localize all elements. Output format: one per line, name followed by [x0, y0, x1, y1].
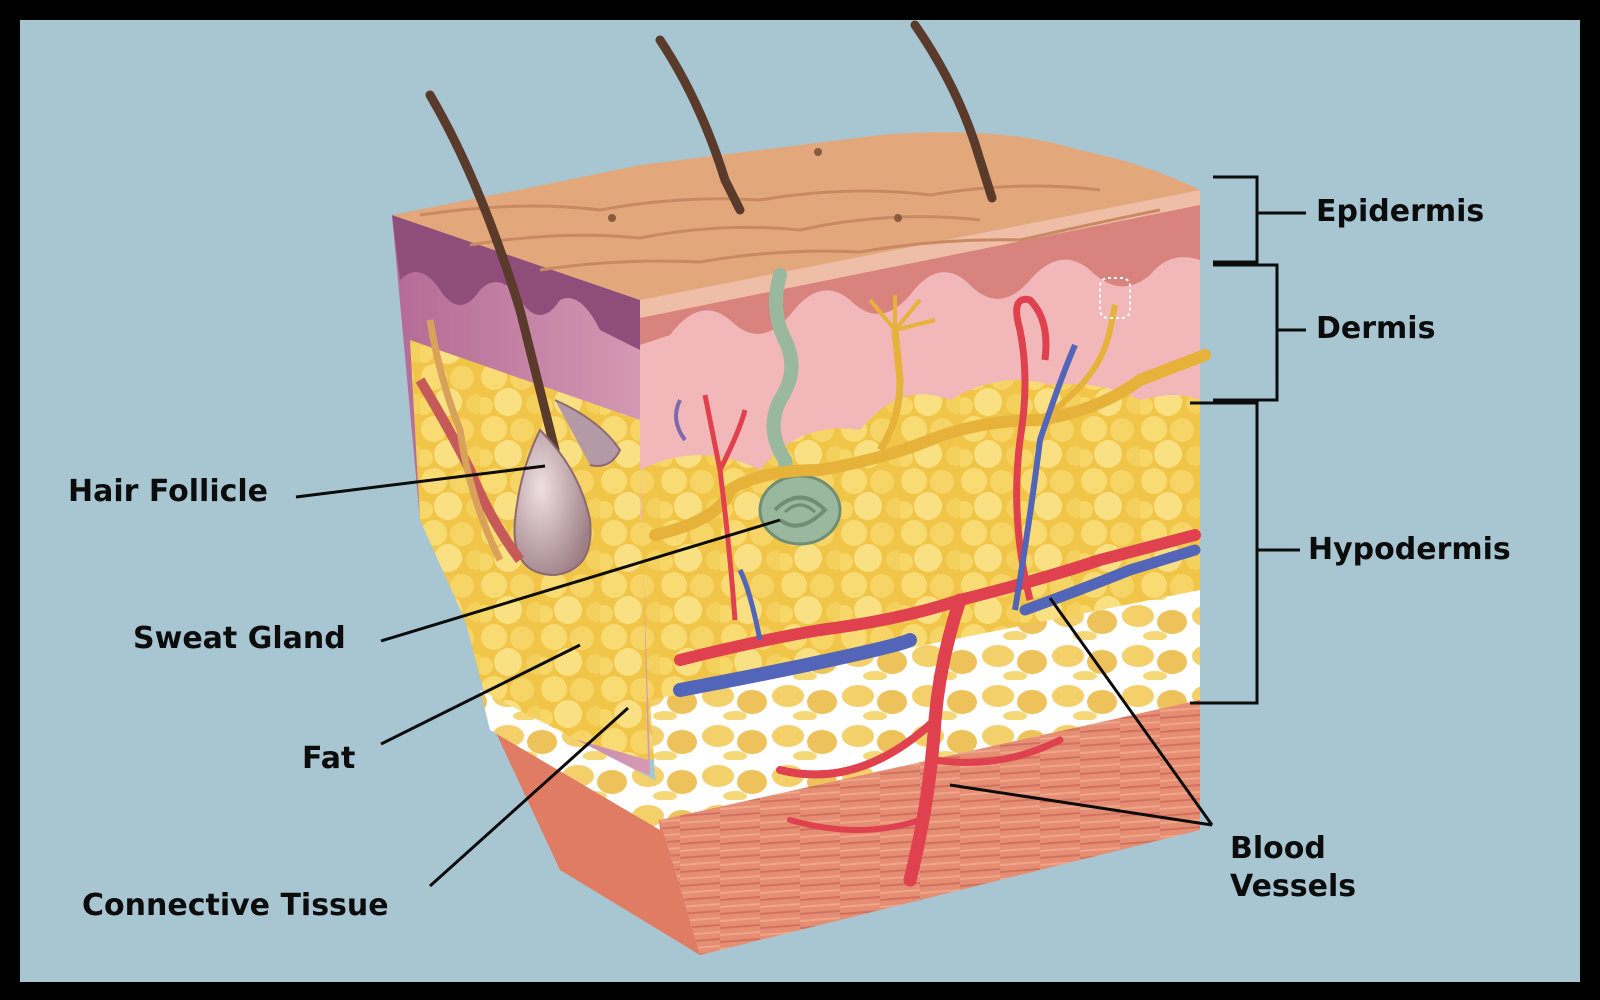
muscle-layer: [660, 700, 1200, 955]
label-hypodermis: Hypodermis: [1308, 532, 1511, 567]
label-sweat-gland: Sweat Gland: [133, 621, 346, 656]
label-hair-follicle: Hair Follicle: [68, 474, 269, 509]
label-blood-vessels: Blood Vessels: [1230, 830, 1356, 906]
sweat-gland-icon: [758, 474, 842, 546]
nerve-icon: [649, 349, 1211, 541]
label-blood-line1: Blood: [1230, 831, 1326, 866]
skin-surface: [392, 132, 1200, 300]
label-fat: Fat: [302, 741, 356, 776]
connective-layer: [650, 590, 1200, 850]
label-connective-tissue: Connective Tissue: [82, 888, 389, 923]
label-blood-line2: Vessels: [1230, 869, 1357, 904]
leader-lines: [295, 464, 1214, 888]
layer-brackets: [1190, 175, 1306, 705]
label-dermis: Dermis: [1316, 311, 1436, 346]
hair-shaft-icon: [425, 90, 560, 455]
blood-vessels-icon: [673, 295, 1201, 887]
sweat-duct-icon: [766, 268, 799, 512]
label-epidermis: Epidermis: [1316, 194, 1485, 229]
